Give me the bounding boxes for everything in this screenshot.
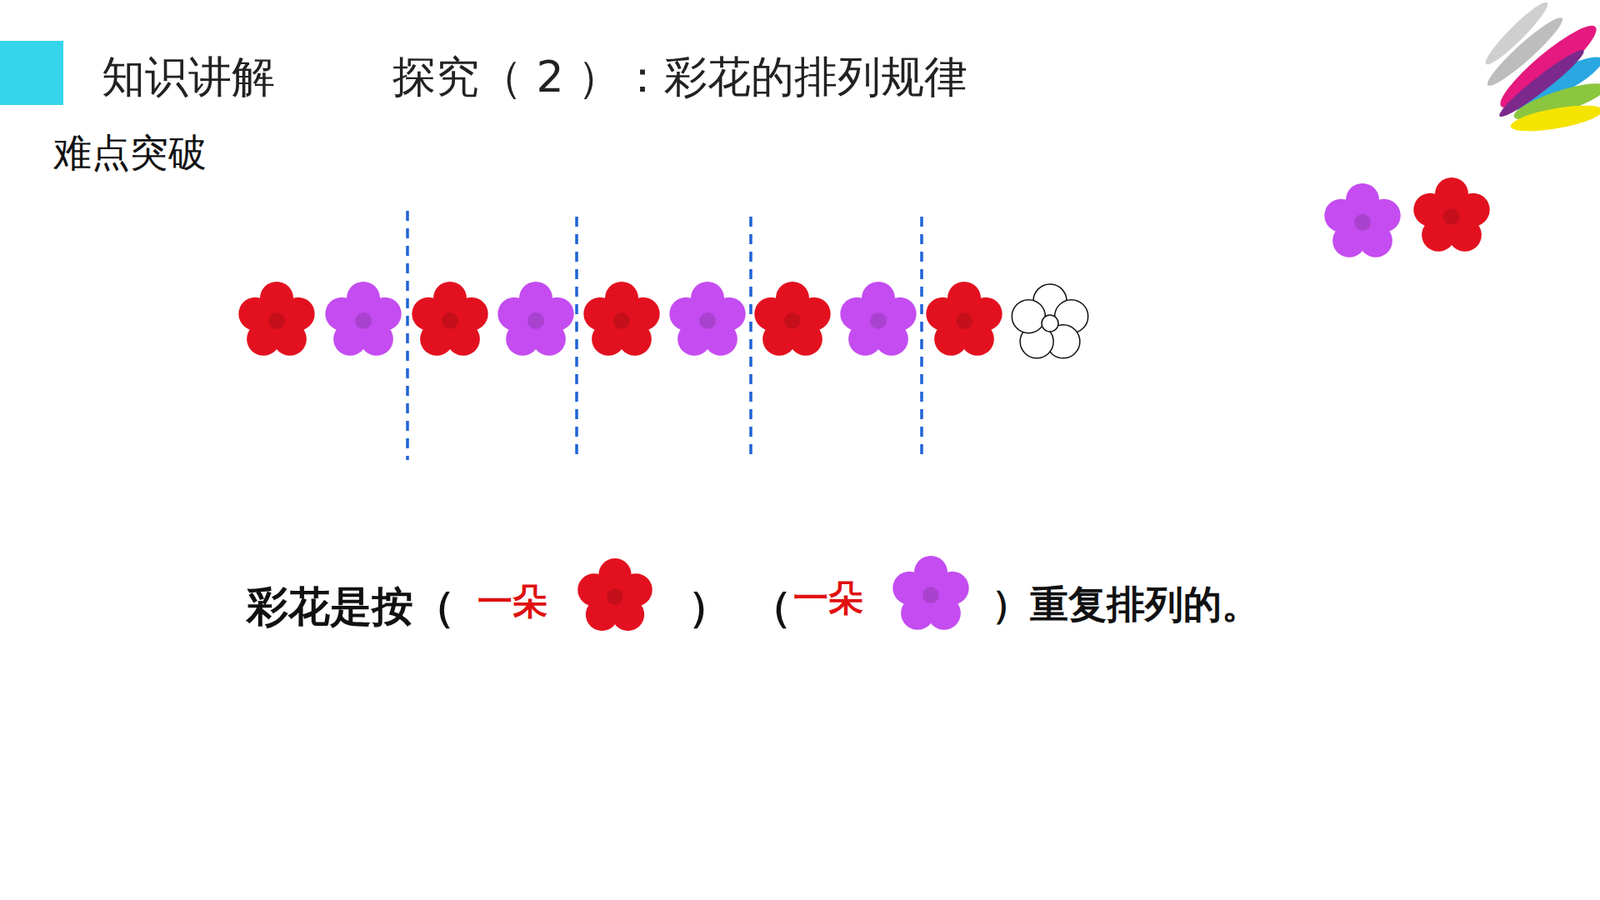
flower bbox=[325, 281, 401, 356]
subheading: 难点突破 bbox=[53, 130, 207, 176]
flower bbox=[577, 558, 653, 631]
flower bbox=[583, 281, 660, 356]
flower bbox=[238, 281, 315, 356]
flower-row bbox=[238, 177, 1490, 631]
flower bbox=[669, 281, 745, 356]
flower bbox=[497, 281, 574, 356]
sentence-part: ）重复排列的。 bbox=[991, 581, 1260, 628]
divider-line bbox=[405, 210, 410, 460]
answer-text: 一朵 bbox=[477, 580, 548, 623]
flower bbox=[411, 281, 488, 356]
flower bbox=[1413, 177, 1490, 252]
divider-line bbox=[575, 216, 579, 460]
flower bbox=[754, 281, 830, 356]
answer-text: 一朵 bbox=[793, 577, 864, 620]
flower bbox=[840, 281, 916, 356]
header-marker bbox=[0, 40, 64, 105]
page-title: 探究（ 2 ）：彩花的排列规律 bbox=[392, 50, 968, 103]
divider-lines bbox=[407, 210, 922, 460]
sentence-part: 彩花是按（ bbox=[246, 581, 455, 632]
divider-line bbox=[749, 216, 753, 460]
sentence-part: ） bbox=[688, 581, 730, 632]
logo bbox=[1480, 0, 1600, 137]
divider-line bbox=[920, 216, 924, 460]
blank-flower bbox=[1011, 284, 1088, 359]
section-label: 知识讲解 bbox=[101, 50, 275, 103]
flower bbox=[1324, 183, 1400, 258]
sentence-part: （ bbox=[750, 581, 792, 632]
flower bbox=[892, 555, 969, 630]
flower bbox=[925, 281, 1002, 356]
